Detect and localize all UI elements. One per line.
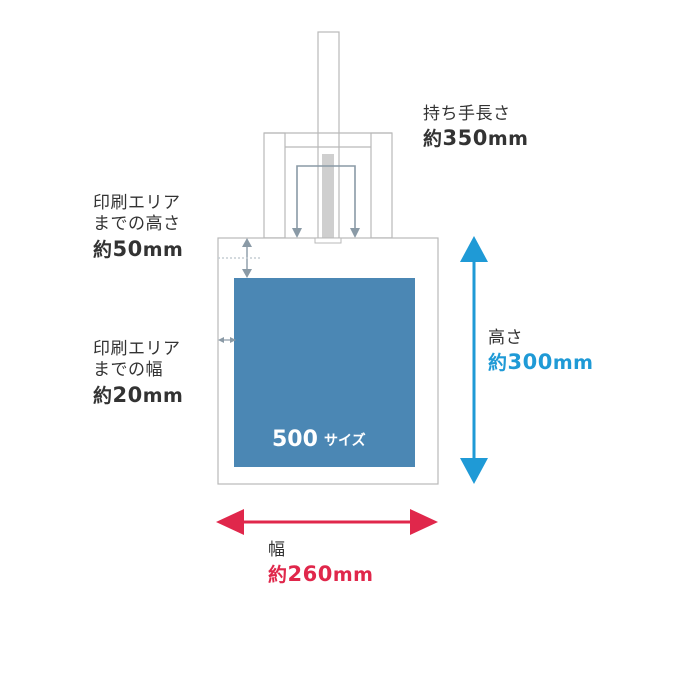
print-top-margin-indicator xyxy=(218,238,260,278)
print-side-value: 約20mm xyxy=(93,382,183,409)
height-arrowhead-top xyxy=(460,236,488,262)
print-side-margin-arrow-left xyxy=(218,337,224,343)
height-unit: mm xyxy=(552,352,594,375)
height-prefix: 約 xyxy=(488,352,508,375)
print-side-prefix: 約 xyxy=(93,384,113,407)
print-side-line2: までの幅 xyxy=(93,360,163,381)
height-value: 約300mm xyxy=(488,349,593,376)
height-number: 300 xyxy=(507,350,553,375)
print-top-prefix: 約 xyxy=(93,238,113,261)
height-label: 高さ 約300mm xyxy=(488,328,593,376)
handle-length-prefix: 約 xyxy=(423,128,443,151)
handle-length-number: 350 xyxy=(442,126,488,151)
print-side-label: 印刷エリア までの幅 約20mm xyxy=(93,339,183,408)
print-area-number: 500 xyxy=(272,427,318,452)
width-prefix: 約 xyxy=(268,564,288,587)
width-arrow xyxy=(216,509,438,535)
width-value: 約260mm xyxy=(268,561,373,588)
print-top-line2: までの高さ xyxy=(93,214,181,235)
handle-length-arrowhead-left xyxy=(292,228,302,238)
print-top-margin-arrow-bottom xyxy=(242,269,252,278)
print-top-line1: 印刷エリア xyxy=(93,193,181,213)
print-top-number: 50 xyxy=(112,236,143,261)
handle-length-label: 持ち手長さ 約350mm xyxy=(423,104,528,152)
print-top-value: 約50mm xyxy=(93,236,183,263)
height-arrowhead-bottom xyxy=(460,458,488,484)
print-side-margin-arrow-right xyxy=(230,337,236,343)
print-side-unit: mm xyxy=(142,384,184,407)
handle-length-unit: mm xyxy=(487,128,529,151)
handle-length-arrowhead-right xyxy=(350,228,360,238)
print-area xyxy=(234,278,415,467)
print-top-margin-arrow-top xyxy=(242,238,252,247)
print-top-label: 印刷エリア までの高さ 約50mm xyxy=(93,193,183,262)
print-top-unit: mm xyxy=(142,238,184,261)
handles xyxy=(263,31,393,257)
print-side-line1: 印刷エリア xyxy=(93,339,181,359)
handle-length-arrow xyxy=(296,165,356,234)
width-label: 幅 約260mm xyxy=(268,540,373,588)
print-side-margin-indicator xyxy=(218,337,236,343)
width-number: 260 xyxy=(287,562,333,587)
handle-front-right xyxy=(370,132,393,239)
width-unit: mm xyxy=(332,564,374,587)
height-title: 高さ xyxy=(488,328,523,348)
print-area-label: サイズ xyxy=(324,432,366,449)
width-arrowhead-left xyxy=(216,509,244,535)
handle-length-value: 約350mm xyxy=(423,125,528,152)
print-side-number: 20 xyxy=(112,382,143,407)
width-arrowhead-right xyxy=(410,509,438,535)
handle-length-title: 持ち手長さ xyxy=(423,104,511,124)
bag-opening-tab xyxy=(314,237,342,244)
height-arrow xyxy=(460,236,488,484)
handle-front-left xyxy=(263,132,286,239)
handle-strap-fill xyxy=(322,154,334,238)
width-title: 幅 xyxy=(268,540,286,560)
handle-length-indicator xyxy=(292,165,360,238)
